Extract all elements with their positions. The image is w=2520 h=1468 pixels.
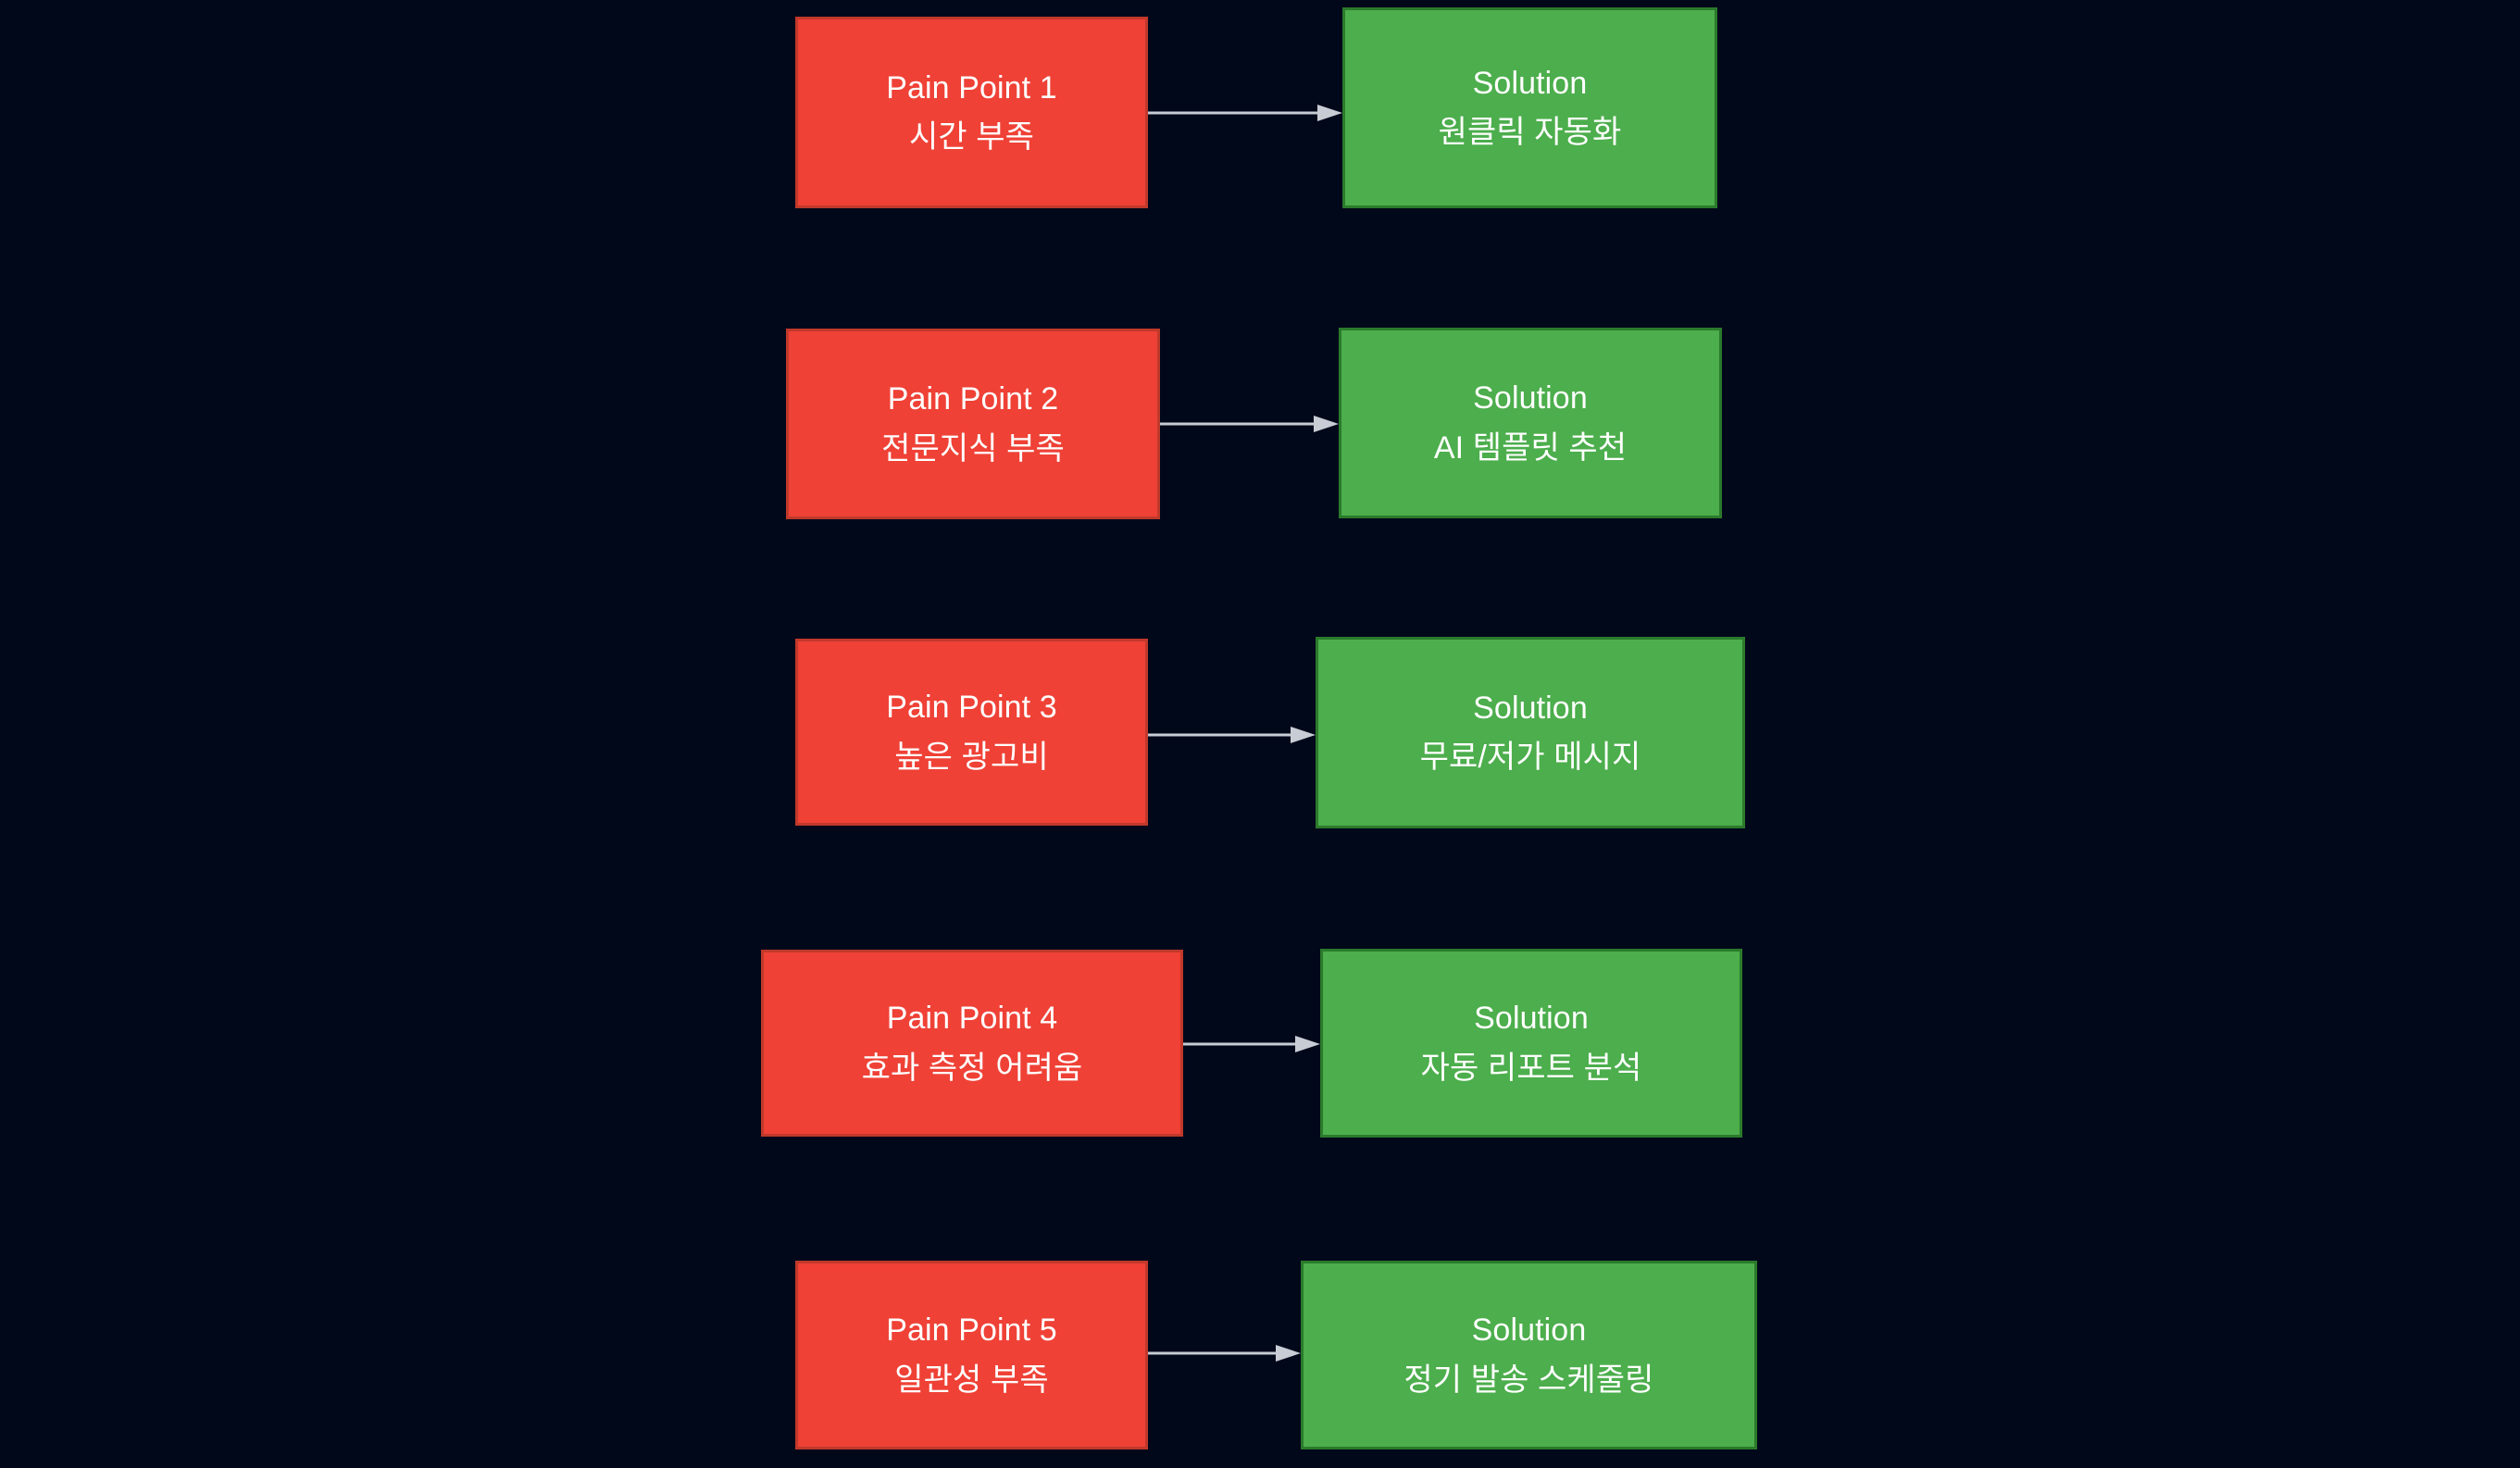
solution-detail-2: AI 템플릿 추천 (1433, 429, 1628, 466)
pain-point-title-2: Pain Point 2 (887, 381, 1059, 417)
pain-point-title-5: Pain Point 5 (886, 1312, 1057, 1349)
pain-point-detail-5: 일관성 부족 (894, 1362, 1049, 1398)
pain-point-node-2[interactable]: Pain Point 2 전문지식 부족 (786, 329, 1160, 519)
pain-point-detail-3: 높은 광고비 (894, 739, 1049, 775)
solution-node-1[interactable]: Solution 원클릭 자동화 (1342, 7, 1717, 208)
pain-point-node-5[interactable]: Pain Point 5 일관성 부족 (795, 1261, 1148, 1449)
pain-point-title-4: Pain Point 4 (886, 1001, 1058, 1037)
pain-point-title-3: Pain Point 3 (886, 690, 1057, 726)
solution-title-1: Solution (1472, 65, 1588, 101)
solution-node-4[interactable]: Solution 자동 리포트 분석 (1320, 949, 1742, 1138)
solution-node-2[interactable]: Solution AI 템플릿 추천 (1339, 328, 1722, 518)
pain-point-title-1: Pain Point 1 (886, 69, 1057, 106)
solution-detail-1: 원클릭 자동화 (1438, 115, 1622, 150)
solution-title-4: Solution (1474, 1001, 1589, 1037)
flow-arrow-2 (1160, 416, 1339, 432)
solution-detail-4: 자동 리포트 분석 (1420, 1050, 1642, 1086)
pain-point-node-4[interactable]: Pain Point 4 효과 측정 어려움 (761, 950, 1183, 1137)
solution-detail-3: 무료/저가 메시지 (1419, 740, 1641, 775)
pain-point-detail-1: 시간 부족 (908, 119, 1035, 155)
flow-arrow-5 (1148, 1345, 1301, 1362)
solution-title-3: Solution (1473, 690, 1588, 726)
flow-arrow-1 (1148, 105, 1342, 121)
flow-arrow-3 (1148, 727, 1316, 743)
solution-title-5: Solution (1471, 1312, 1587, 1349)
pain-point-node-3[interactable]: Pain Point 3 높은 광고비 (795, 639, 1148, 826)
solution-title-2: Solution (1473, 380, 1588, 417)
pain-point-detail-4: 효과 측정 어려움 (861, 1050, 1083, 1086)
pain-point-detail-2: 전문지식 부족 (881, 430, 1065, 467)
pain-point-node-1[interactable]: Pain Point 1 시간 부족 (795, 17, 1148, 208)
flow-arrow-4 (1183, 1036, 1320, 1052)
solution-detail-5: 정기 발송 스케줄링 (1403, 1362, 1654, 1398)
solution-node-5[interactable]: Solution 정기 발송 스케줄링 (1301, 1261, 1757, 1449)
solution-node-3[interactable]: Solution 무료/저가 메시지 (1316, 637, 1745, 828)
